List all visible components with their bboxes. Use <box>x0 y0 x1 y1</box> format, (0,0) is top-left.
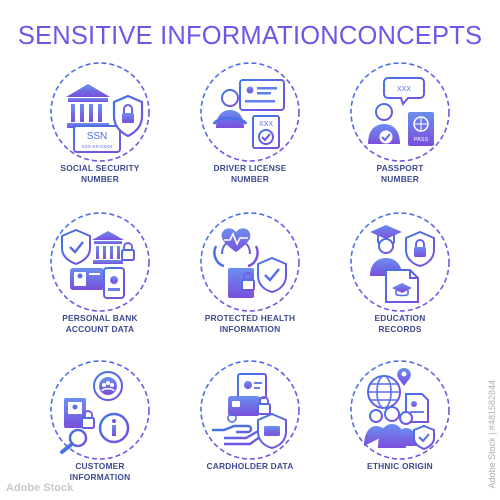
bubble-xxx: XXX <box>397 86 411 93</box>
passport-icon: XXX PASS <box>350 62 450 162</box>
customer-information-icon <box>50 360 150 460</box>
watermark-logo: Adobe Stock <box>6 482 74 494</box>
page-title: SENSITIVE INFORMATIONCONCEPTS <box>17 22 483 50</box>
concept-cardholder-data: CARDHOLDER DATA <box>175 358 325 498</box>
ssn-number: XXX-XX-XXXX <box>82 144 113 149</box>
ethnic-origin-icon <box>350 360 450 460</box>
cardholder-data-icon <box>200 360 300 460</box>
ssn-text: SSN <box>87 131 108 142</box>
driver-license-icon: XXX <box>200 62 300 162</box>
health-information-icon <box>200 212 300 312</box>
education-records-icon <box>350 212 450 312</box>
bank-account-icon <box>50 212 150 312</box>
card-xxx: XXX <box>259 121 273 128</box>
concept-ethnic-origin: ETHNIC ORIGIN <box>325 358 475 498</box>
concept-label: ETHNIC ORIGIN <box>367 461 433 471</box>
watermark-id: Adobe Stock | #481582844 <box>487 379 497 488</box>
passport-text: PASS <box>414 137 429 143</box>
bank-ssn-card-icon: SSN XXX-XX-XXXX <box>50 62 150 162</box>
concept-label: CARDHOLDER DATA <box>206 461 294 471</box>
